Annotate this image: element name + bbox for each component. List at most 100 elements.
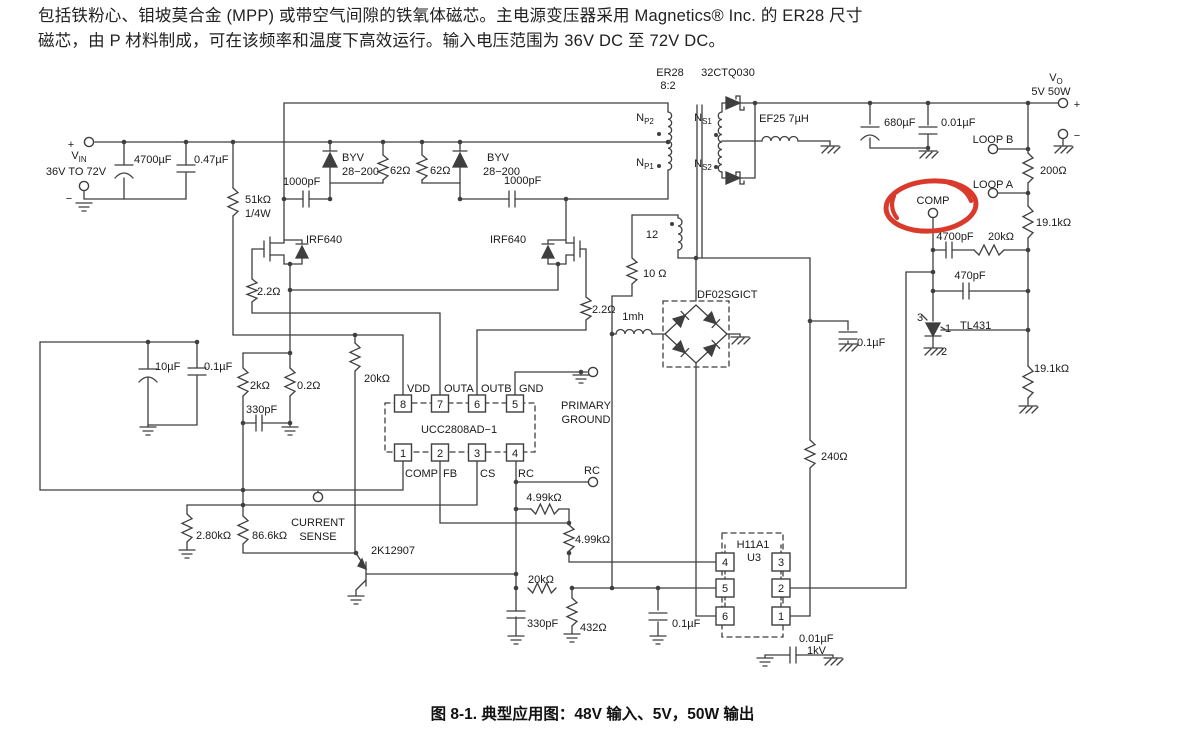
opto-part-label: H11A1 — [737, 539, 770, 551]
aux-winding-turns-label: 12 — [646, 229, 658, 241]
opto-pin6-label: 6 — [722, 611, 728, 623]
ic-pin4-label: 4 — [512, 448, 518, 460]
cap-001uf-out-label: 0.01µF — [941, 117, 976, 129]
xfmr-turns-ratio-label: 8:2 — [660, 80, 675, 92]
res-2r2-right-label: 2.2Ω — [592, 304, 616, 316]
current-sense-2-label: SENSE — [299, 531, 336, 543]
output-inductor-label: EF25 7µH — [759, 113, 809, 125]
ic-pin-gnd-label: GND — [519, 383, 544, 395]
rc-terminal — [587, 476, 599, 488]
ic-pin7-label: 7 — [437, 399, 443, 411]
comp-terminal — [927, 207, 939, 219]
ic-pin-comp-label: COMP — [405, 468, 438, 480]
cap-680uf-label: 680µF — [884, 117, 916, 129]
wires — [39, 95, 1074, 667]
cap-470pf-label: 470pF — [954, 270, 985, 282]
ic-pin-outa-label: OUTA — [444, 383, 474, 395]
loop-b-terminal — [987, 143, 999, 155]
opto-pin4-label: 4 — [722, 557, 728, 569]
vout-label: VO — [1049, 72, 1063, 86]
vin-plus-terminal — [83, 136, 95, 148]
ic-pin-outb-label: OUTB — [481, 383, 512, 395]
primary-ground-2-label: GROUND — [562, 414, 611, 426]
ic-part-label: UCC2808AD−1 — [421, 424, 497, 436]
winding-np2-label: NP2 — [636, 112, 654, 126]
rc-testpoint-label: RC — [584, 465, 600, 477]
vin-minus-label: − — [66, 193, 72, 205]
tl431-pin1-label: 1 — [945, 323, 951, 335]
bridge-part-label: DF02SGICT — [697, 289, 758, 301]
ic-pin3-label: 3 — [474, 448, 480, 460]
res-4k99-v-label: 4.99kΩ — [575, 534, 610, 546]
res-62-left-label: 62Ω — [390, 165, 410, 177]
primary-ground-terminal — [587, 366, 599, 378]
res-2r2-left-label: 2.2Ω — [257, 286, 281, 298]
tl431-pin2-label: 2 — [941, 346, 947, 358]
cap-4700uf-label: 4700µF — [134, 154, 172, 166]
ic-pin8-label: 8 — [400, 399, 406, 411]
vout-rating-label: 5V 50W — [1031, 86, 1071, 98]
vout-plus-label: + — [1074, 99, 1080, 111]
cap-330pf-cs-label: 330pF — [246, 404, 277, 416]
diode-byv-right-1-label: BYV — [487, 152, 510, 164]
opto-pin1-label: 1 — [778, 611, 784, 623]
diode-byv-right-2-label: 28−200 — [483, 166, 520, 178]
tl431-pin3-label: 3 — [917, 312, 923, 324]
res-19k1-bot-label: 19.1kΩ — [1034, 363, 1069, 375]
cap-10uf-label: 10µF — [155, 361, 181, 373]
res-432-label: 432Ω — [580, 622, 607, 634]
cap-047uf-label: 0.47µF — [194, 154, 229, 166]
res-10-label: 10 Ω — [643, 268, 667, 280]
res-4k99-h-label: 4.99kΩ — [526, 492, 561, 504]
res-51k-label: 51kΩ — [245, 194, 271, 206]
loop-a-label: LOOP A — [973, 179, 1014, 191]
vout-minus-terminal — [1057, 128, 1069, 140]
winding-ns2-label: NS2 — [694, 158, 712, 172]
ic-pin-cs-label: CS — [480, 468, 495, 480]
current-sense-terminal — [312, 491, 324, 503]
res-20k-fb-label: 20kΩ — [988, 231, 1014, 243]
vin-range-label: 36V TO 72V — [46, 166, 107, 178]
opto-pin5-label: 5 — [722, 583, 728, 595]
opto-ref-label: U3 — [747, 552, 761, 564]
cap-01uf-aux-label: 0.1µF — [857, 337, 886, 349]
rectifier-part-label: 32CTQ030 — [701, 67, 755, 79]
cap-4700pf-label: 4700pF — [936, 231, 974, 243]
vout-minus-label: − — [1074, 130, 1080, 142]
cap-01uf-left-label: 0.1µF — [204, 361, 233, 373]
cap-330pf-rc-label: 330pF — [527, 618, 558, 630]
diode-byv-left-1-label: BYV — [342, 152, 365, 164]
current-sense-1-label: CURRENT — [291, 517, 345, 529]
tl431-part-label: TL431 — [960, 320, 991, 332]
res-200-label: 200Ω — [1040, 165, 1067, 177]
mosfet-right-label: IRF640 — [490, 234, 526, 246]
transistor-part-label: 2K12907 — [371, 545, 415, 557]
vin-minus-terminal — [78, 180, 90, 192]
opto-pin3-label: 3 — [778, 557, 784, 569]
vout-plus-terminal — [1057, 97, 1069, 109]
opto-pin2-label: 2 — [778, 583, 784, 595]
loop-a-terminal — [987, 187, 999, 199]
res-20k-vdd-label: 20kΩ — [364, 373, 390, 385]
cap-1000pf-right-label: 1000pF — [504, 175, 542, 187]
res-86k6-label: 86.6kΩ — [252, 530, 287, 542]
ic-pin6-label: 6 — [474, 399, 480, 411]
ind-1mh-label: 1mh — [622, 311, 643, 323]
ic-pin1-label: 1 — [400, 448, 406, 460]
figure-caption: 图 8-1. 典型应用图：48V 输入、5V，50W 输出 — [430, 706, 755, 723]
mosfet-left-label: IRF640 — [306, 234, 342, 246]
xfmr-core-size-label: ER28 — [656, 67, 684, 79]
res-2k80-label: 2.80kΩ — [196, 530, 231, 542]
cap-01uf-rc-label: 0.1µF — [672, 618, 701, 630]
loop-b-label: LOOP B — [973, 134, 1014, 146]
winding-ns1-label: NS1 — [694, 112, 712, 126]
diode-byv-left-2-label: 28−200 — [342, 166, 379, 178]
ic-pin-rc-label: RC — [518, 468, 534, 480]
res-240-label: 240Ω — [821, 451, 848, 463]
cap-1kv-rating-label: 1kV — [807, 645, 827, 657]
description-line-2: 磁芯，由 P 材料制成，可在该频率和温度下高效运行。输入电压范围为 36V DC… — [38, 32, 726, 50]
ic-pin-fb-label: FB — [443, 468, 457, 480]
ic-pin-vdd-label: VDD — [407, 383, 430, 395]
